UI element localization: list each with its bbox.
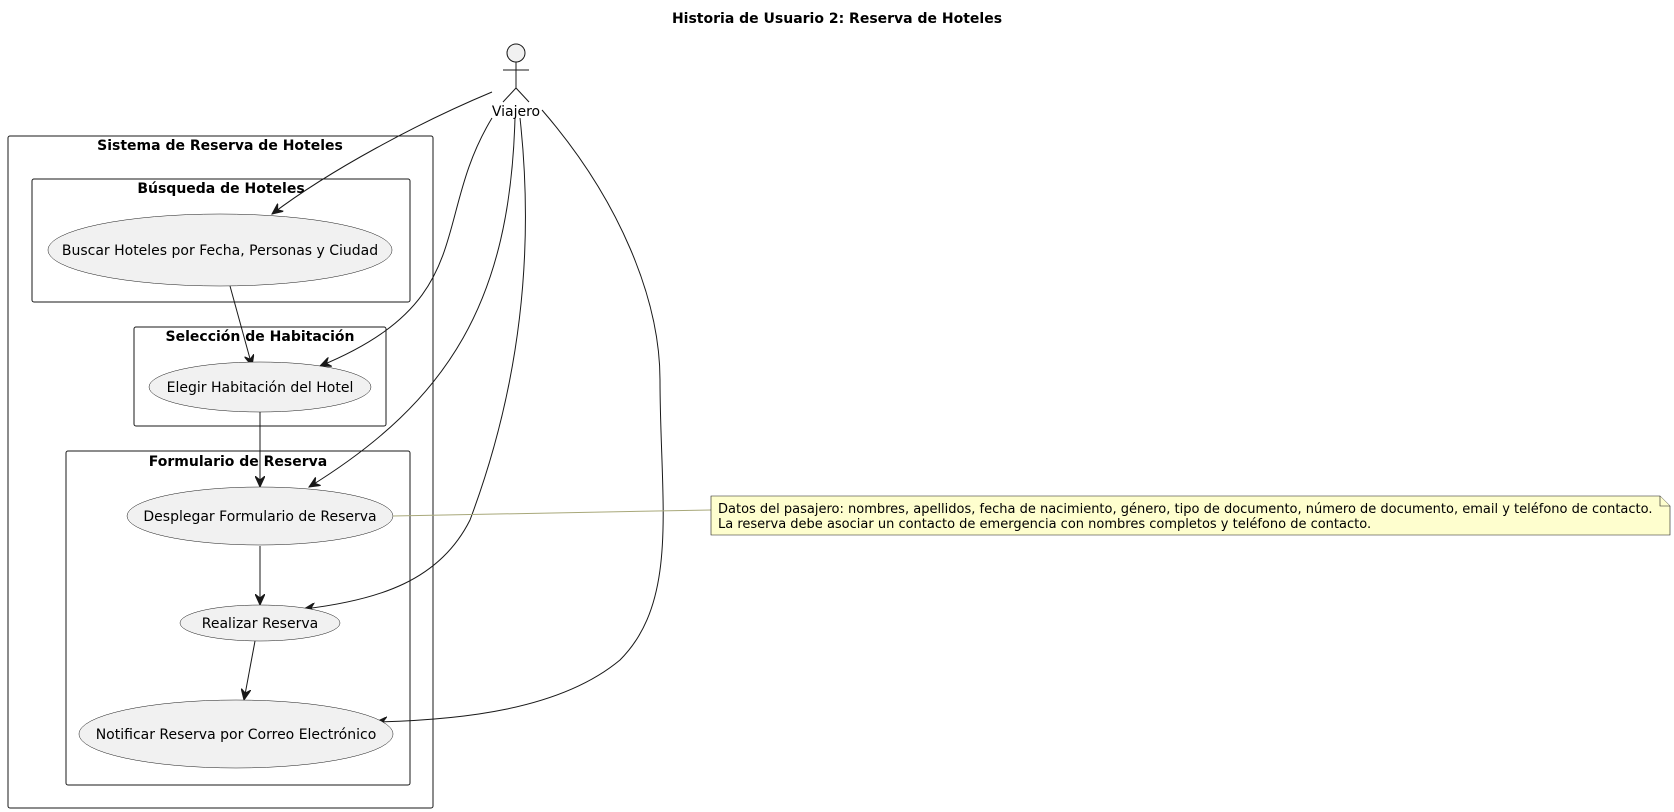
actor-viajero[interactable] bbox=[502, 43, 530, 103]
note-fold bbox=[1659, 496, 1670, 507]
edge-realizar-notificar bbox=[244, 640, 256, 700]
use-case-desplegar-label: Desplegar Formulario de Reserva bbox=[143, 509, 376, 525]
use-case-elegir[interactable] bbox=[148, 361, 372, 413]
actor-right-leg bbox=[515, 87, 530, 103]
use-case-realizar[interactable] bbox=[179, 604, 341, 642]
edge-actor-desplegar bbox=[309, 117, 516, 487]
use-case-notificar[interactable] bbox=[78, 699, 394, 769]
note-body bbox=[710, 495, 1671, 536]
package-busqueda-title: Búsqueda de Hoteles bbox=[137, 181, 304, 197]
system-boundary bbox=[7, 135, 434, 809]
package-busqueda bbox=[31, 178, 411, 303]
package-formulario bbox=[65, 450, 411, 786]
edge-buscar-elegir bbox=[229, 285, 252, 366]
edge-actor-buscar bbox=[272, 91, 493, 214]
note-connector bbox=[392, 509, 712, 517]
use-case-notificar-label: Notificar Reserva por Correo Electrónico bbox=[96, 727, 377, 743]
use-case-buscar[interactable] bbox=[47, 213, 393, 287]
actor-left-leg bbox=[502, 87, 517, 103]
edge-actor-elegir bbox=[320, 117, 493, 366]
note-line-1: Datos del pasajero: nombres, apellidos, … bbox=[718, 502, 1653, 517]
note: Datos del pasajero: nombres, apellidos, … bbox=[710, 495, 1671, 536]
package-formulario-title: Formulario de Reserva bbox=[149, 454, 328, 470]
diagram-title: Historia de Usuario 2: Reserva de Hotele… bbox=[672, 11, 1002, 27]
system-title: Sistema de Reserva de Hoteles bbox=[97, 138, 343, 154]
use-case-realizar-label: Realizar Reserva bbox=[202, 616, 318, 632]
actor-head bbox=[506, 43, 526, 63]
edge-actor-notificar bbox=[376, 109, 664, 722]
package-seleccion-title: Selección de Habitación bbox=[166, 329, 355, 345]
use-case-elegir-label: Elegir Habitación del Hotel bbox=[167, 380, 354, 396]
edge-actor-realizar bbox=[304, 117, 526, 609]
note-line-2: La reserva debe asociar un contacto de e… bbox=[718, 517, 1371, 532]
actor-label: Viajero bbox=[492, 104, 540, 120]
use-case-buscar-label: Buscar Hoteles por Fecha, Personas y Ciu… bbox=[62, 243, 378, 259]
